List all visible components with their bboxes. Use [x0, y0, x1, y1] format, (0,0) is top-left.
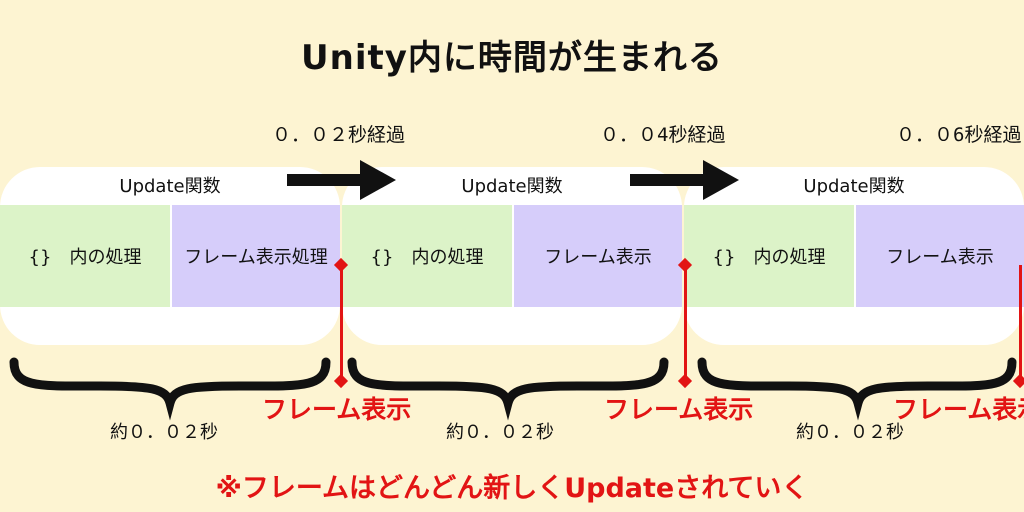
update-function-label-2: Update関数 — [461, 176, 563, 197]
frame-box-1: フレーム表示処理 — [172, 205, 340, 307]
elapsed-label-3: ０．０6秒経過 — [896, 124, 1022, 146]
frame-marker-line-3 — [1019, 265, 1022, 381]
frame-display-label-1: フレーム表示 — [262, 395, 412, 424]
page-title: Unity内に時間が生まれる — [301, 38, 723, 78]
elapsed-label-1: ０．０２秒経過 — [272, 124, 406, 146]
frame-marker-line-2 — [684, 265, 687, 381]
curly-brace-icon-2 — [347, 357, 669, 421]
approx-duration-2: 約０．０２秒 — [446, 422, 554, 443]
process-label-2: {} 内の処理 — [370, 247, 484, 268]
update-function-label-1: Update関数 — [119, 176, 221, 197]
frame-box-3: フレーム表示 — [856, 205, 1024, 307]
process-box-2: {} 内の処理 — [342, 205, 512, 307]
frame-display-label-2: フレーム表示 — [604, 395, 754, 424]
process-box-1: {} 内の処理 — [0, 205, 170, 307]
right-arrow-icon-1 — [287, 160, 396, 200]
approx-duration-1: 約０．０２秒 — [110, 422, 218, 443]
right-arrow-icon-2 — [630, 160, 739, 200]
frame-label-3: フレーム表示 — [886, 247, 994, 268]
process-label-3: {} 内の処理 — [712, 247, 826, 268]
process-box-3: {} 内の処理 — [684, 205, 854, 307]
curly-brace-icon-3 — [697, 357, 1017, 421]
footnote: ※フレームはどんどん新しくUpdateされていく — [215, 473, 809, 504]
process-label-1: {} 内の処理 — [28, 247, 142, 268]
frame-label-1: フレーム表示処理 — [184, 247, 328, 268]
elapsed-label-2: ０．０4秒経過 — [600, 124, 726, 146]
update-function-label-3: Update関数 — [803, 176, 905, 197]
frame-label-2: フレーム表示 — [544, 247, 652, 268]
curly-brace-icon-1 — [9, 357, 331, 421]
approx-duration-3: 約０．０２秒 — [796, 422, 904, 443]
frame-box-2: フレーム表示 — [514, 205, 682, 307]
frame-marker-line-1 — [340, 265, 343, 381]
frame-display-label-3: フレーム表示 — [893, 395, 1024, 424]
